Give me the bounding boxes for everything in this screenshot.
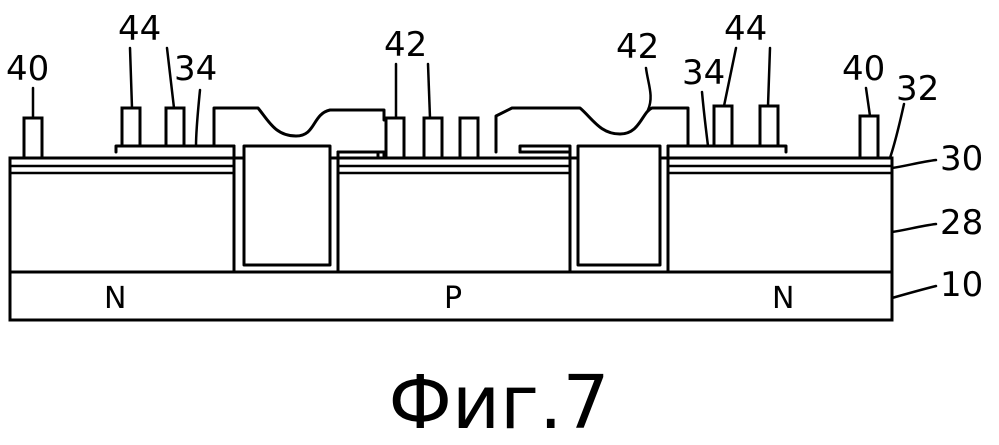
callout-42-right: 42 <box>616 27 659 67</box>
electrode-center-c <box>460 118 478 158</box>
electrode-42-center-b <box>424 118 442 158</box>
region-label-center: P <box>444 281 462 316</box>
callout-32: 32 <box>896 69 939 109</box>
callout-42-left: 42 <box>384 25 427 65</box>
callout-28: 28 <box>940 203 983 243</box>
island-right <box>668 158 892 272</box>
callout-34-right: 34 <box>682 53 725 93</box>
callout-10: 10 <box>940 265 983 305</box>
callout-44-left: 44 <box>118 9 161 49</box>
electrode-40-left <box>24 118 42 158</box>
figure-caption: Фиг.7 <box>388 360 609 445</box>
callout-40-right: 40 <box>842 49 885 89</box>
trench-left <box>234 158 338 272</box>
callout-30: 30 <box>940 139 983 179</box>
trench-right <box>570 158 668 272</box>
island-left <box>10 158 234 272</box>
callout-40-left: 40 <box>6 49 49 89</box>
callout-34-left: 34 <box>174 49 217 89</box>
electrode-44-right-a <box>714 106 732 146</box>
electrode-44-left-b <box>166 108 184 146</box>
region-label-left: N <box>104 281 126 316</box>
electrode-44-left-a <box>122 108 140 146</box>
electrode-40-right <box>860 116 878 158</box>
island-center <box>338 158 570 272</box>
callout-44-right: 44 <box>724 9 767 49</box>
electrode-42-center-a <box>386 118 404 158</box>
electrode-44-right-b <box>760 106 778 146</box>
conductor-42-left <box>214 108 404 158</box>
region-label-right: N <box>772 281 794 316</box>
